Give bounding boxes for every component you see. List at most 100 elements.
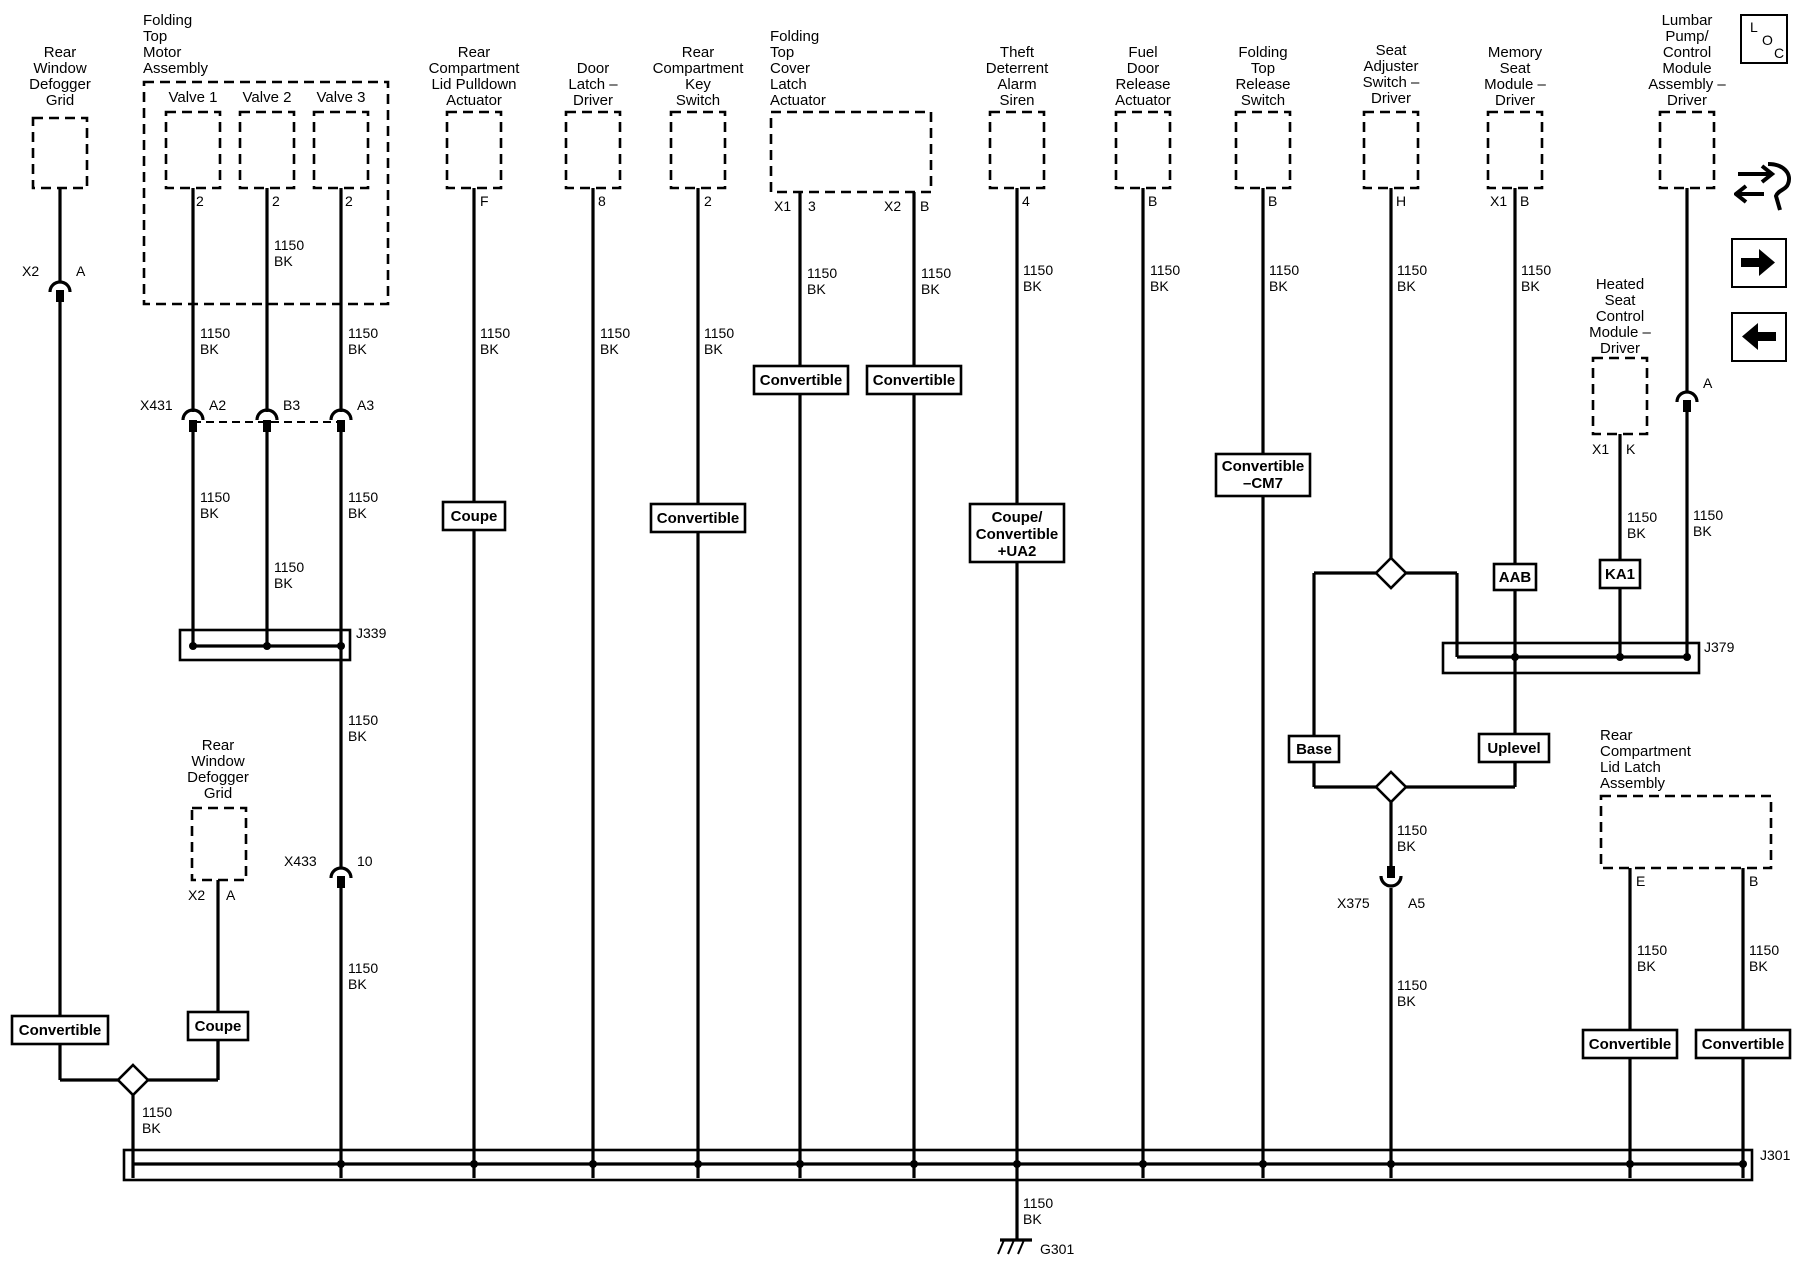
defogger-merge [58, 1040, 220, 1178]
arrow-right-icon [1741, 249, 1775, 276]
svg-text:Base: Base [1296, 741, 1332, 758]
svg-text:BK: BK [348, 341, 367, 357]
svg-text:Compartment: Compartment [1600, 743, 1692, 760]
svg-text:Defogger: Defogger [29, 76, 91, 93]
svg-text:Folding: Folding [1238, 44, 1287, 61]
svg-text:1150: 1150 [1397, 262, 1427, 278]
svg-text:Pump/: Pump/ [1665, 28, 1709, 45]
svg-text:B3: B3 [283, 397, 300, 413]
svg-text:AAB: AAB [1499, 569, 1532, 586]
svg-text:Actuator: Actuator [1115, 92, 1171, 109]
svg-text:KA1: KA1 [1605, 566, 1635, 583]
svg-text:BK: BK [1637, 958, 1656, 974]
loc-letter-l: L [1750, 19, 1758, 35]
svg-text:Alarm: Alarm [997, 76, 1036, 93]
svg-text:BK: BK [807, 281, 826, 297]
svg-text:+UA2: +UA2 [998, 543, 1037, 560]
svg-text:2: 2 [272, 193, 280, 209]
connector-lumbar-a: A [1675, 375, 1713, 412]
svg-text:J339: J339 [356, 625, 387, 641]
svg-text:Rear: Rear [682, 44, 715, 61]
svg-text:1150: 1150 [274, 237, 304, 253]
svg-text:1150: 1150 [704, 325, 734, 341]
svg-text:BK: BK [1023, 278, 1042, 294]
svg-text:Convertible: Convertible [657, 510, 740, 527]
svg-text:Module: Module [1662, 60, 1711, 77]
svg-text:BK: BK [1397, 838, 1416, 854]
svg-text:Driver: Driver [1495, 92, 1535, 109]
svg-text:Top: Top [143, 28, 167, 45]
svg-text:1150: 1150 [142, 1104, 172, 1120]
component-box-fuel-door [1114, 110, 1172, 190]
loc-letter-c: C [1774, 45, 1785, 61]
connector-defogger-grid-1: X2 A [22, 263, 86, 302]
svg-text:BK: BK [921, 281, 940, 297]
svg-text:BK: BK [142, 1120, 161, 1136]
svg-text:Latch: Latch [770, 76, 807, 93]
svg-text:1150: 1150 [921, 265, 951, 281]
location-icon-box[interactable]: L O C [1740, 14, 1788, 64]
svg-text:1150: 1150 [200, 489, 230, 505]
connector-x375: X375 A5 [1337, 866, 1425, 911]
svg-text:Compartment: Compartment [653, 60, 745, 77]
svg-text:BK: BK [200, 505, 219, 521]
label-folding-top-motor-assembly: Folding Top Motor Assembly [143, 12, 209, 77]
rear-compartment-lid-latch-assembly: Rear Compartment Lid Latch Assembly E B [1599, 727, 1773, 889]
component-box-defogger-grid-1 [31, 116, 89, 190]
component-box-door-latch [564, 110, 622, 190]
svg-text:Switch: Switch [676, 92, 720, 109]
svg-text:BK: BK [480, 341, 499, 357]
svg-text:Seat: Seat [1605, 292, 1637, 309]
svg-text:E: E [1636, 873, 1645, 889]
svg-text:Latch –: Latch – [568, 76, 618, 93]
svg-text:Rear: Rear [44, 44, 77, 61]
svg-text:A: A [76, 263, 86, 279]
svg-text:BK: BK [704, 341, 723, 357]
connector-info-icon[interactable] [1734, 160, 1794, 216]
svg-text:Release: Release [1115, 76, 1170, 93]
svg-text:Convertible: Convertible [1702, 1036, 1785, 1053]
previous-page-button[interactable] [1731, 312, 1787, 362]
svg-text:Top: Top [770, 44, 794, 61]
svg-text:Grid: Grid [204, 785, 232, 802]
svg-text:K: K [1626, 441, 1636, 457]
svg-text:Folding: Folding [770, 28, 819, 45]
ground-g301: G301 [997, 1238, 1074, 1257]
svg-text:Key: Key [685, 76, 711, 93]
svg-text:1150: 1150 [348, 960, 378, 976]
svg-text:Defogger: Defogger [187, 769, 249, 786]
svg-text:Release: Release [1235, 76, 1290, 93]
next-page-button[interactable] [1731, 238, 1787, 288]
svg-text:F: F [480, 193, 489, 209]
svg-text:Actuator: Actuator [770, 92, 826, 109]
svg-text:1150: 1150 [1627, 509, 1657, 525]
svg-text:Actuator: Actuator [446, 92, 502, 109]
svg-text:Heated: Heated [1596, 276, 1644, 293]
svg-text:BK: BK [1150, 278, 1169, 294]
svg-text:A: A [226, 887, 236, 903]
svg-text:1150: 1150 [348, 489, 378, 505]
svg-text:Convertible: Convertible [760, 372, 843, 389]
component-box-key-switch [669, 110, 727, 190]
svg-text:BK: BK [600, 341, 619, 357]
svg-text:BK: BK [1397, 993, 1416, 1009]
svg-text:1150: 1150 [1521, 262, 1551, 278]
svg-text:Control: Control [1663, 44, 1711, 61]
svg-text:B: B [1520, 193, 1529, 209]
svg-text:1150: 1150 [1637, 942, 1667, 958]
svg-text:Control: Control [1596, 308, 1644, 325]
svg-text:X433: X433 [284, 853, 317, 869]
svg-text:X2: X2 [884, 198, 901, 214]
svg-text:A5: A5 [1408, 895, 1425, 911]
svg-text:Coupe: Coupe [451, 508, 498, 525]
svg-text:1150: 1150 [1749, 942, 1779, 958]
svg-text:BK: BK [1749, 958, 1768, 974]
svg-text:B: B [1148, 193, 1157, 209]
svg-text:1150: 1150 [480, 325, 510, 341]
svg-text:BK: BK [1627, 525, 1646, 541]
wires [58, 188, 1745, 1240]
svg-text:Theft: Theft [1000, 44, 1035, 61]
svg-text:Switch: Switch [1241, 92, 1285, 109]
svg-text:4: 4 [1022, 193, 1030, 209]
component-box-memory-seat [1486, 110, 1544, 190]
